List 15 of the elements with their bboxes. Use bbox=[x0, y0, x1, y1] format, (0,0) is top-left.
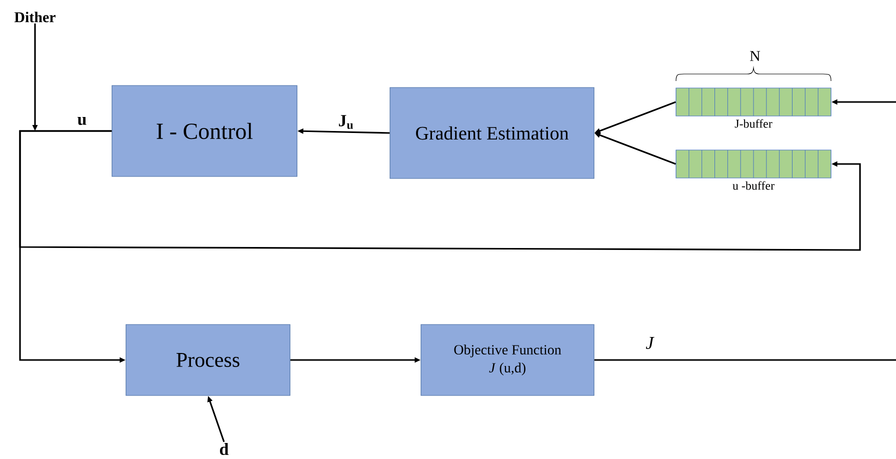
process-box: Process bbox=[126, 324, 290, 396]
process-box: I - Control bbox=[112, 85, 298, 177]
signal-label: Dither bbox=[14, 12, 56, 22]
process-box: Objective Function J (u,d) bbox=[420, 324, 594, 396]
signal-label: d bbox=[220, 443, 229, 455]
edge-label: J$_{u}$ bbox=[338, 115, 353, 129]
edge-label: u bbox=[78, 117, 86, 125]
process-box: Gradient Estimation bbox=[390, 87, 594, 179]
node-label: J-buffer bbox=[734, 119, 772, 128]
arrow bbox=[19, 130, 861, 251]
edge-label: J bbox=[646, 337, 654, 349]
node-label: u -buffer bbox=[732, 181, 774, 190]
buffer-drawing: u -buffer bbox=[676, 150, 832, 190]
brace-label: N bbox=[750, 51, 760, 61]
buffer-drawing: J-buffer bbox=[676, 88, 832, 128]
